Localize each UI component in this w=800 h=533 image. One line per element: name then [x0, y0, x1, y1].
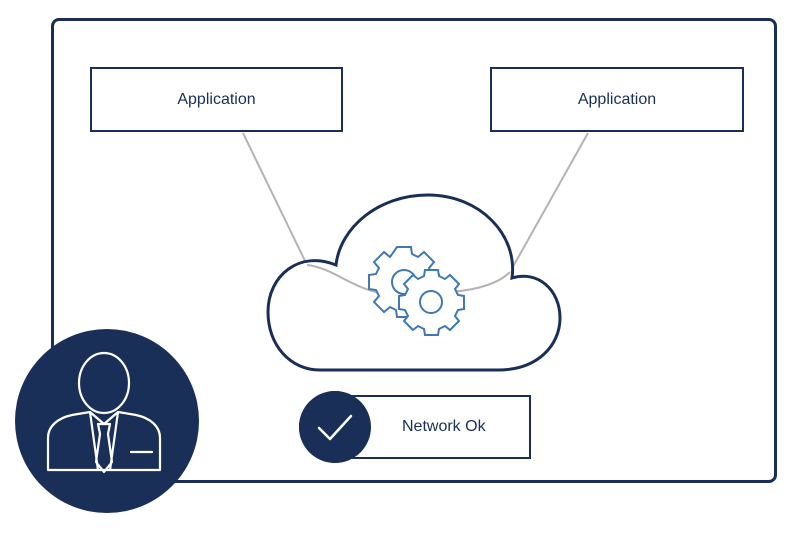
connector-left: [242, 132, 308, 266]
businessman-icon: [15, 329, 199, 513]
application-label-left: Application: [177, 90, 256, 108]
network-status-label: Network Ok: [402, 418, 486, 435]
connector-right: [509, 132, 589, 273]
application-box-left: Application: [90, 67, 343, 132]
gears-icon: [368, 246, 465, 336]
network-status-box: Network Ok: [318, 395, 531, 459]
application-label-right: Application: [577, 90, 657, 108]
application-box-right: Application: [490, 67, 744, 132]
